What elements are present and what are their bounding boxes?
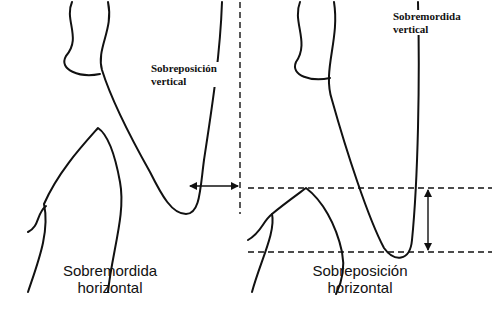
reference-line	[239, 2, 240, 214]
measure-label: Sobreposición vertical	[150, 62, 238, 87]
figure-caption: Sobreposición horizontal	[285, 262, 435, 297]
gum-line	[248, 214, 272, 240]
upper-incisor	[101, 2, 222, 214]
gum-line	[64, 2, 100, 75]
measure-label: Sobremordida vertical	[392, 10, 490, 35]
gum-line	[295, 2, 330, 79]
upper-incisor	[329, 2, 419, 258]
measure-arrow	[190, 185, 238, 186]
reference-line	[248, 251, 492, 252]
figure-caption: Sobremordida horizontal	[40, 262, 180, 297]
measure-arrow	[427, 190, 428, 250]
reference-line	[248, 187, 492, 188]
gum-line	[28, 206, 46, 232]
